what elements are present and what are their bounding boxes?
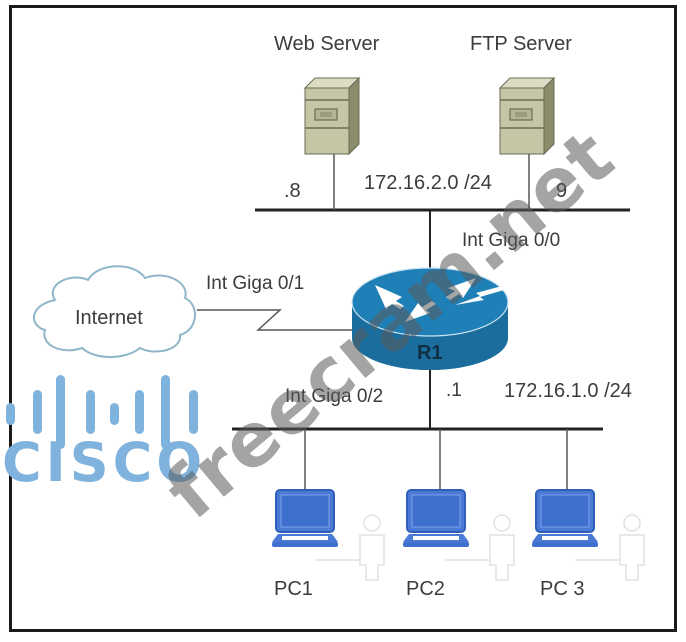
user-figure-icon: [575, 514, 645, 581]
cisco-bar: [135, 390, 144, 434]
pc2-laptop-icon: [403, 489, 469, 547]
wan-serial-link: [197, 309, 352, 331]
interface-g01-label: Int Giga 0/1: [206, 273, 305, 294]
cisco-bar: [110, 403, 119, 425]
web-server-host-label: .8: [284, 180, 301, 202]
cisco-bar: [86, 390, 95, 434]
web-server-label: Web Server: [274, 33, 380, 55]
cisco-bar: [189, 390, 198, 434]
router-icon: [351, 267, 509, 370]
pc3-label: PC 3: [540, 578, 585, 600]
server-lan-network-label: 172.16.2.0 /24: [364, 172, 492, 194]
user-figure-icon: [445, 514, 515, 581]
web-server-icon: [303, 76, 361, 156]
router-lan-host-label: .1: [446, 380, 462, 401]
cisco-bar: [6, 403, 15, 425]
pc3-laptop-icon: [532, 489, 598, 547]
interface-g00-label: Int Giga 0/0: [462, 230, 561, 251]
cisco-logo-bars: [6, 375, 198, 449]
internet-label: Internet: [75, 307, 143, 329]
cisco-bar: [33, 390, 42, 434]
pc1-laptop-icon: [272, 489, 338, 547]
pc1-label: PC1: [274, 578, 313, 600]
cisco-bar: [161, 375, 170, 449]
cisco-bar: [56, 375, 65, 449]
router-label: R1: [417, 342, 443, 364]
cisco-logo-text: CISCO: [2, 431, 207, 494]
router-arrows: [375, 278, 504, 322]
pc-lan-network-label: 172.16.1.0 /24: [504, 380, 632, 402]
ftp-server-host-label: 9: [556, 180, 568, 202]
user-figure-icon: [315, 514, 385, 581]
ftp-server-icon: [498, 76, 556, 156]
pc2-label: PC2: [406, 578, 445, 600]
interface-g02-label: Int Giga 0/2: [285, 386, 384, 407]
internet-cloud-icon: [33, 265, 196, 358]
ftp-server-label: FTP Server: [470, 33, 572, 55]
